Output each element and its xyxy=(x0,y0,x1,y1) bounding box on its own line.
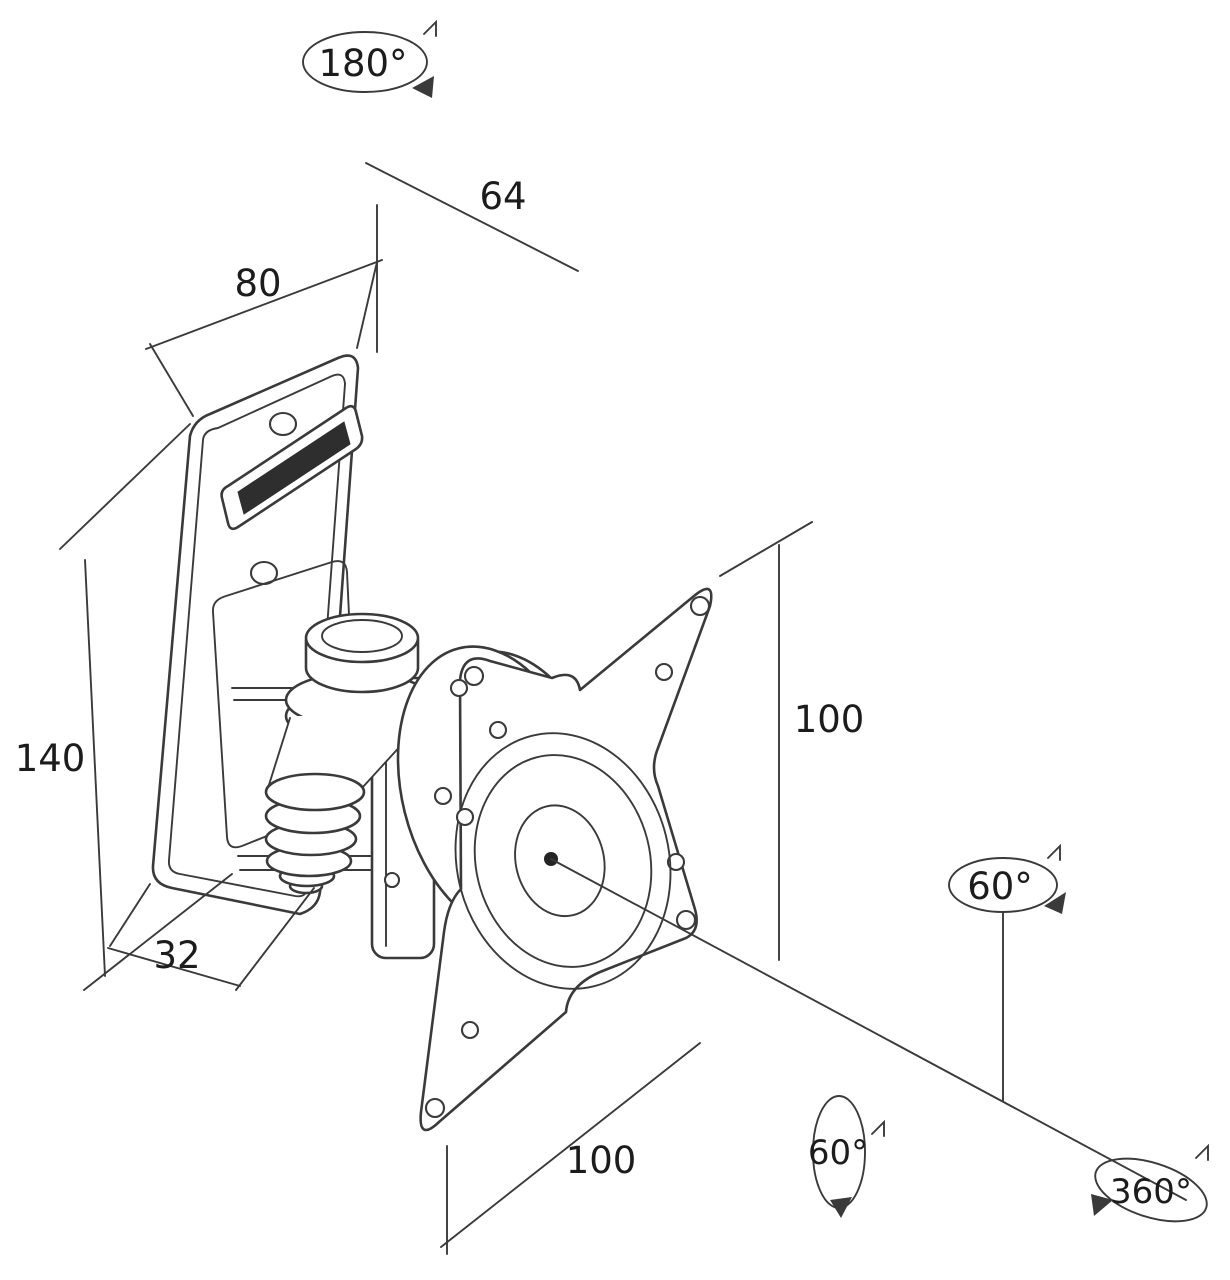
dim-140-ext-bottom xyxy=(83,873,233,991)
vesa-hole-right-1 xyxy=(675,909,697,931)
dim-100v-label: 100 xyxy=(794,698,865,741)
rot-60s-label: 60° xyxy=(967,865,1033,908)
wall-plate-inner-outline xyxy=(168,373,346,898)
dimension-height-140: 140 xyxy=(15,423,233,991)
hub-holes xyxy=(433,678,475,827)
vesa-hole-left-1 xyxy=(463,665,485,687)
dim-32-line xyxy=(107,947,241,987)
plate-screw-hole-top xyxy=(268,411,298,437)
vesa-hole-bottom-2 xyxy=(460,1020,480,1040)
dim-64-line xyxy=(365,162,579,272)
hub-hole-3 xyxy=(455,807,475,827)
dim-80-ext-left xyxy=(149,343,194,417)
rot-60f-arrowhead xyxy=(830,1197,852,1218)
vesa-hole-left-2 xyxy=(488,720,508,740)
rot-180-ellipse xyxy=(302,31,428,93)
rotation-indicator-360: 360° xyxy=(1091,1143,1209,1223)
hub-hole-1 xyxy=(449,678,469,698)
rot-360-tick xyxy=(1195,1143,1209,1161)
bellows-ring-1 xyxy=(264,772,366,812)
vesa-hole-top-1 xyxy=(689,595,711,617)
pivot-neck-fill xyxy=(268,716,426,788)
rot-60s-tick xyxy=(1047,843,1061,861)
dim-140-label: 140 xyxy=(15,737,86,780)
vesa-center-rings xyxy=(454,732,672,990)
vesa-hole-right-2 xyxy=(666,852,686,872)
arm-bracket-hole xyxy=(383,871,401,889)
ring-inner xyxy=(514,804,606,918)
pivot-neck-left xyxy=(267,717,291,789)
dimension-width-80: 80 xyxy=(145,259,383,417)
dim-100h-line xyxy=(440,1042,701,1248)
vesa-hole-top-2 xyxy=(654,662,674,682)
plate-slot-opening xyxy=(237,421,351,515)
dimension-vesa-horizontal-100: 100 xyxy=(440,1042,701,1255)
dimension-depth-64: 64 xyxy=(365,162,579,353)
dim-32-ext-right xyxy=(235,887,315,991)
rot-180-label: 180° xyxy=(318,42,407,85)
rot-360-arrowhead xyxy=(1091,1194,1113,1216)
dim-100h-label: 100 xyxy=(566,1139,637,1182)
dim-80-line xyxy=(145,259,383,350)
dim-80-label: 80 xyxy=(234,262,281,305)
dim-80-ext-right xyxy=(356,261,378,349)
rot-180-arrowhead xyxy=(412,76,434,98)
rotation-indicator-60-side: 60° xyxy=(948,843,1066,1102)
dimension-offset-32: 32 xyxy=(107,883,315,991)
rotation-indicator-60-front: 60° xyxy=(808,1095,885,1218)
dim-32-label: 32 xyxy=(153,934,200,977)
rot-360-label: 360° xyxy=(1110,1172,1192,1212)
rotation-axis-line xyxy=(550,858,1187,1201)
rot-60f-tick xyxy=(871,1119,885,1137)
pivot-assembly xyxy=(264,612,432,895)
dim-32-ext-left xyxy=(109,883,151,947)
rot-60f-label: 60° xyxy=(808,1133,868,1173)
rot-180-tick xyxy=(423,19,437,37)
hub-hole-2 xyxy=(433,786,453,806)
knob-cap xyxy=(304,612,420,664)
knob-cap-inner xyxy=(321,619,403,653)
ring-middle xyxy=(473,754,653,968)
ring-outer xyxy=(454,732,672,990)
dim-100v-ext-top xyxy=(719,521,813,577)
dimension-vesa-vertical-100: 100 xyxy=(719,521,865,961)
vesa-hole-bottom-1 xyxy=(424,1097,446,1119)
dim-140-ext-top xyxy=(59,423,191,550)
rot-60s-arrowhead xyxy=(1044,892,1066,914)
rotation-indicator-180: 180° xyxy=(302,19,437,98)
dim-64-label: 64 xyxy=(479,175,526,218)
vesa-plate xyxy=(419,587,713,1132)
dim-140-line xyxy=(84,559,106,977)
rot-360-ellipse xyxy=(1094,1157,1208,1223)
